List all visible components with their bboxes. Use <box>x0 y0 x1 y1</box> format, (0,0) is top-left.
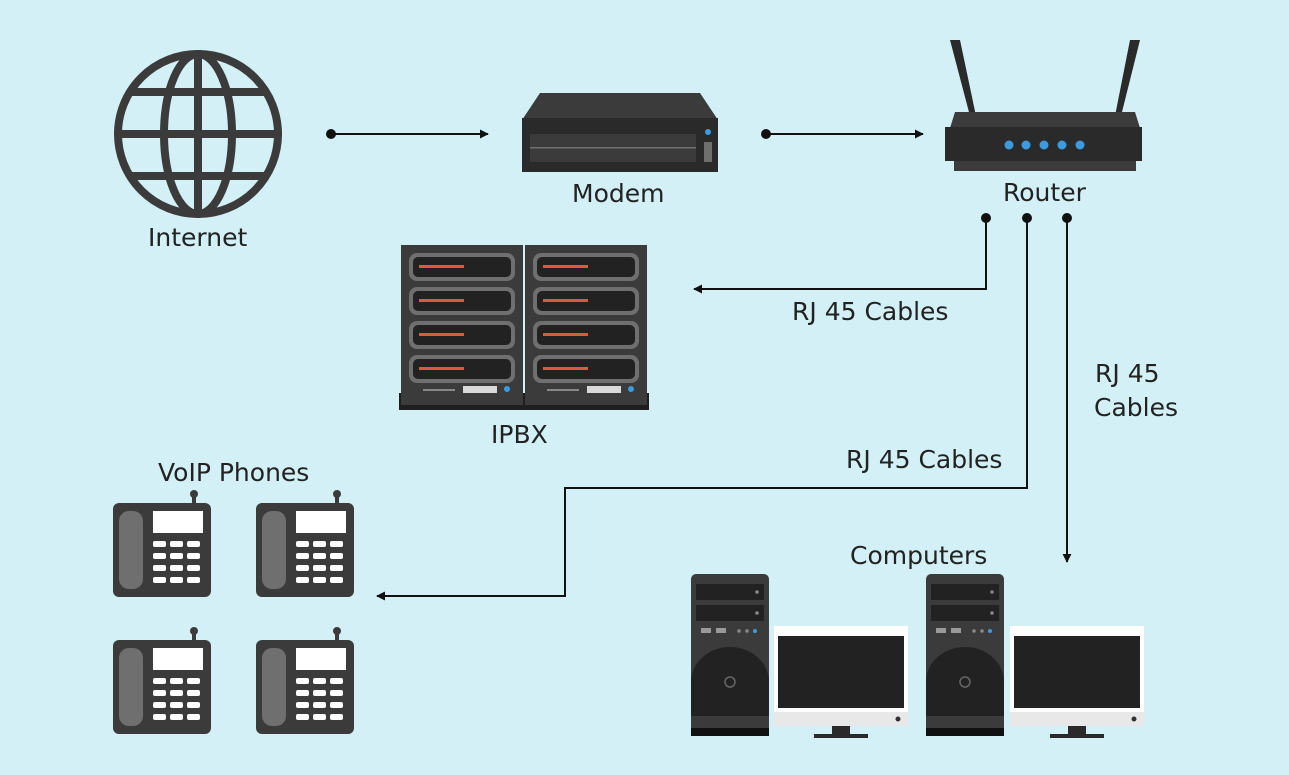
ipbx-cable-label: RJ 45 Cables <box>792 297 949 326</box>
router-to-phones-arrow <box>376 218 1028 601</box>
voip-phone-icon <box>113 627 211 734</box>
computers-cable-label-line1: RJ 45 <box>1095 359 1160 388</box>
computers-cable-label-line2: Cables <box>1094 393 1178 422</box>
phones-cable-label: RJ 45 Cables <box>846 445 1003 474</box>
computer-monitor-icon <box>1010 626 1144 738</box>
router-to-ipbx-arrow <box>693 218 987 294</box>
computer-monitor-icon <box>774 626 908 738</box>
voip-phones-label: VoIP Phones <box>158 458 310 487</box>
connector-dots <box>326 129 1072 223</box>
voip-phone-icon <box>256 490 354 597</box>
router-label: Router <box>1003 178 1086 207</box>
globe-icon <box>114 50 282 218</box>
ipbx-label: IPBX <box>491 420 548 449</box>
voip-phone-icon <box>113 490 211 597</box>
internet-label: Internet <box>148 223 248 252</box>
computers-label: Computers <box>850 541 988 570</box>
voip-phone-icon <box>256 627 354 734</box>
router-icon <box>945 40 1142 171</box>
ipbx-server-icon <box>399 245 649 410</box>
computer-tower-icon <box>925 573 1005 737</box>
modem-icon <box>522 93 718 172</box>
modem-label: Modem <box>572 179 665 208</box>
computer-tower-icon <box>690 573 770 737</box>
